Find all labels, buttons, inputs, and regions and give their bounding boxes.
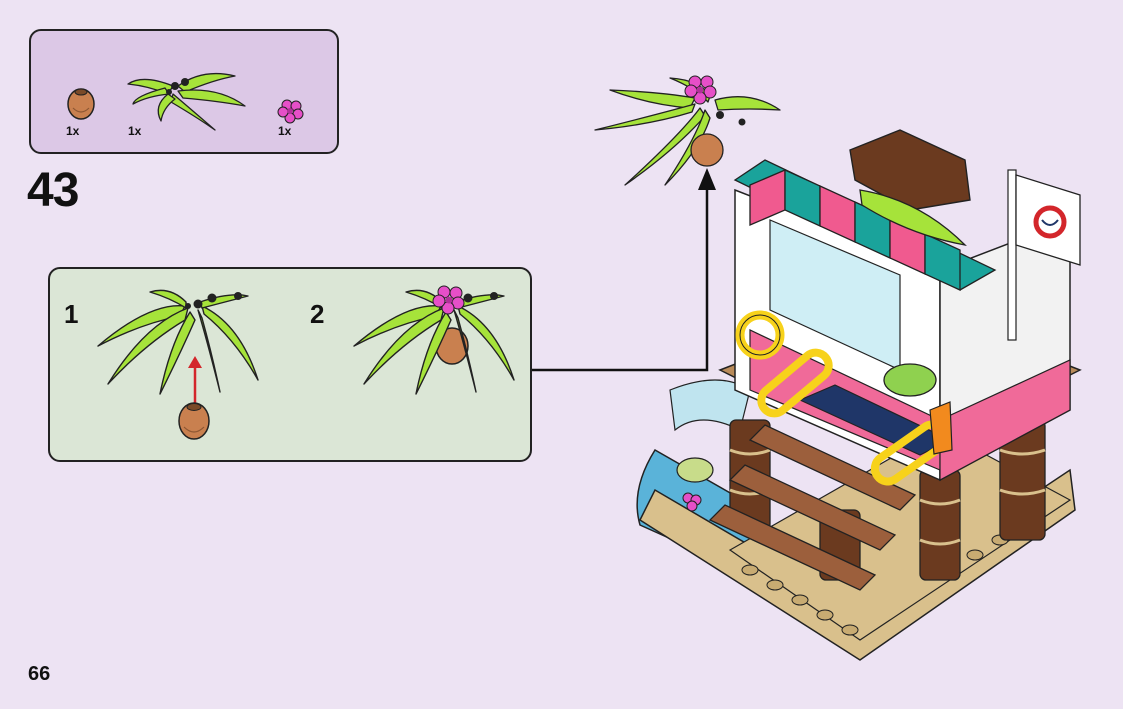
parts-list-box: 1x 1x 1x [29,29,339,154]
page-number: 66 [28,663,51,685]
assembled-model-illustration [594,75,1082,661]
substep-1-arrow-icon [188,356,202,404]
substep-1-palm-leaf-image [97,289,259,395]
substep-number-1: 1 [64,299,79,329]
substep-1-coconut-image [178,402,210,440]
palm-leaf-part-image [127,72,246,131]
flower-part-image [277,99,304,124]
substep-box: 1 2 [48,267,532,462]
coconut-part-image [67,88,95,120]
substep-number-2: 2 [310,299,325,329]
palm-leaf-quantity: 1x [128,124,142,138]
substep-2-assembled-palm-image [353,285,515,395]
coconut-quantity: 1x [66,124,80,138]
flower-quantity: 1x [278,124,292,138]
step-number: 43 [27,164,79,217]
